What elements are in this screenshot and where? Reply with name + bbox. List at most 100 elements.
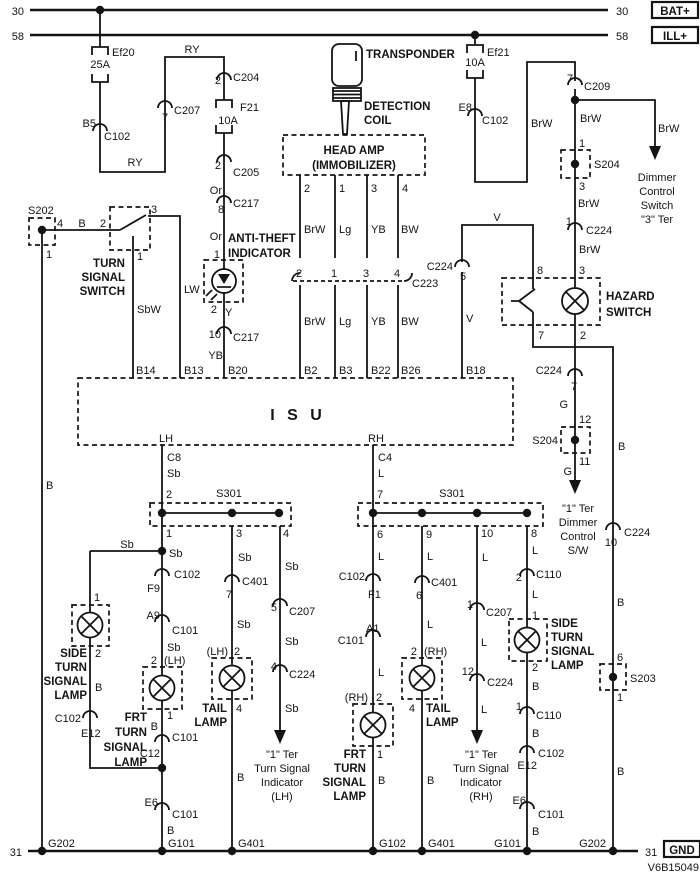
conn-c223: C223 xyxy=(412,278,438,290)
wire-l: L xyxy=(482,552,488,564)
pin-12: 12 xyxy=(462,666,474,678)
isu-pin-b2: B2 xyxy=(304,365,317,377)
wire-bw: BW xyxy=(401,316,419,328)
pin-12: 12 xyxy=(579,414,591,426)
fuse-ef21-amp: 10A xyxy=(465,57,485,69)
wire-lg: Lg xyxy=(339,316,351,328)
pin-1: 1 xyxy=(617,692,623,704)
frt-lamp-left-2: TURN xyxy=(115,727,147,739)
isu-rh: RH xyxy=(368,433,384,445)
wire-b: B xyxy=(532,681,539,693)
pin-c4: C4 xyxy=(378,452,392,464)
anti-theft-title-1: ANTI-THEFT xyxy=(228,233,296,245)
isu-pin-b20: B20 xyxy=(228,365,248,377)
fuse-f21-label: F21 xyxy=(240,102,259,114)
tss-title-2: SIGNAL xyxy=(82,272,125,284)
pin-6: 6 xyxy=(377,529,383,541)
pin-f9: F9 xyxy=(147,583,160,595)
arrow-down-icon xyxy=(274,730,286,744)
wire-b: B xyxy=(78,218,85,230)
ground-label: G401 xyxy=(238,838,265,850)
wire-sb: Sb xyxy=(285,636,298,648)
rh-tag: (RH) xyxy=(345,692,368,704)
led-pin-2: 2 xyxy=(211,304,217,316)
wire-brw: BrW xyxy=(578,198,600,210)
s204-upper-box xyxy=(560,149,591,179)
wire-l: L xyxy=(427,551,433,563)
c223-pin: 1 xyxy=(331,268,337,280)
wire-b: B xyxy=(46,480,53,492)
wire-ry: RY xyxy=(127,157,143,169)
pin-11: 11 xyxy=(579,456,590,468)
conn-c401: C401 xyxy=(242,576,268,588)
pin-6: 6 xyxy=(416,590,422,602)
wire-y: Y xyxy=(225,307,233,319)
pin-1: 1 xyxy=(137,251,143,263)
bat-tag: BAT+ xyxy=(660,6,690,18)
s204-lower-box xyxy=(560,426,591,454)
side-lamp-right-4: LAMP xyxy=(551,660,584,672)
isu-pin-b22: B22 xyxy=(371,365,391,377)
pin-7: 7 xyxy=(377,489,383,501)
lh-tag: (LH) xyxy=(164,655,185,667)
pin-7: 7 xyxy=(226,589,232,601)
pin-3: 3 xyxy=(151,204,157,216)
wire-sb: Sb xyxy=(120,539,133,551)
pin-3: 3 xyxy=(236,528,242,540)
side-lamp-left-2: TURN xyxy=(55,662,87,674)
hazard-switch-bulb xyxy=(561,287,589,315)
hazard-title-1: HAZARD xyxy=(606,291,655,303)
pin-c8: C8 xyxy=(167,452,181,464)
splice-s301-right: S301 xyxy=(439,488,465,500)
pin-2: 2 xyxy=(411,646,417,658)
tail-lamp-left-box xyxy=(211,657,253,700)
head-amp-title-2: (IMMOBILIZER) xyxy=(312,160,396,172)
wire-l: L xyxy=(481,704,487,716)
head-amp-title-1: HEAD AMP xyxy=(324,145,385,157)
wire-b: B xyxy=(532,728,539,740)
transponder-blade xyxy=(340,100,350,135)
side-lamp-left-3: SIGNAL xyxy=(44,676,87,688)
tail-lamp-right-bulb xyxy=(408,664,436,692)
pin-3: 3 xyxy=(579,265,585,277)
frt-lamp-right-2: TURN xyxy=(334,763,366,775)
wire-runs xyxy=(41,10,656,851)
rail-30-left: 30 xyxy=(12,6,24,18)
wire-l: L xyxy=(532,589,538,601)
wire-yb: YB xyxy=(371,224,386,236)
conn-c102: C102 xyxy=(339,571,365,583)
pin-4: 4 xyxy=(409,703,415,715)
ground-label: G101 xyxy=(494,838,521,850)
conn-c102: C102 xyxy=(538,748,564,760)
s301-left-box xyxy=(149,502,292,527)
led-pin-1: 1 xyxy=(214,249,220,261)
hazard-switch-box xyxy=(501,277,601,326)
bulb-cross-lines xyxy=(80,291,585,735)
frt-lamp-right-3: SIGNAL xyxy=(323,777,366,789)
wire-brw: BrW xyxy=(580,113,602,125)
conn-c224: C224 xyxy=(586,225,612,237)
pin-1: 1 xyxy=(566,216,572,228)
ind-left-3: Indicator xyxy=(261,777,304,789)
pin-10: 10 xyxy=(209,329,221,341)
wire-g: G xyxy=(563,466,572,478)
pin-2: 2 xyxy=(234,646,240,658)
pin-2: 2 xyxy=(151,655,157,667)
lh-tag: (LH) xyxy=(207,646,228,658)
wire-or: Or xyxy=(210,185,223,197)
detection-coil-2: COIL xyxy=(364,115,391,127)
ind-left-1: "1" Ter xyxy=(266,749,298,761)
side-lamp-left-4: LAMP xyxy=(54,690,87,702)
side-lamp-right-1: SIDE xyxy=(551,618,578,630)
pin-2: 2 xyxy=(95,648,101,660)
conn-c102: C102 xyxy=(55,713,81,725)
pin-a1: A1 xyxy=(366,623,379,635)
frt-lamp-right-bulb xyxy=(359,711,387,739)
pin-5: 5 xyxy=(271,602,277,614)
tail-lamp-right-box xyxy=(401,657,443,700)
pin-6: 6 xyxy=(617,652,623,664)
wire-l: L xyxy=(427,619,433,631)
wire-sb: Sb xyxy=(285,561,298,573)
pin-8: 8 xyxy=(537,265,543,277)
ha-pin: 3 xyxy=(371,183,377,195)
